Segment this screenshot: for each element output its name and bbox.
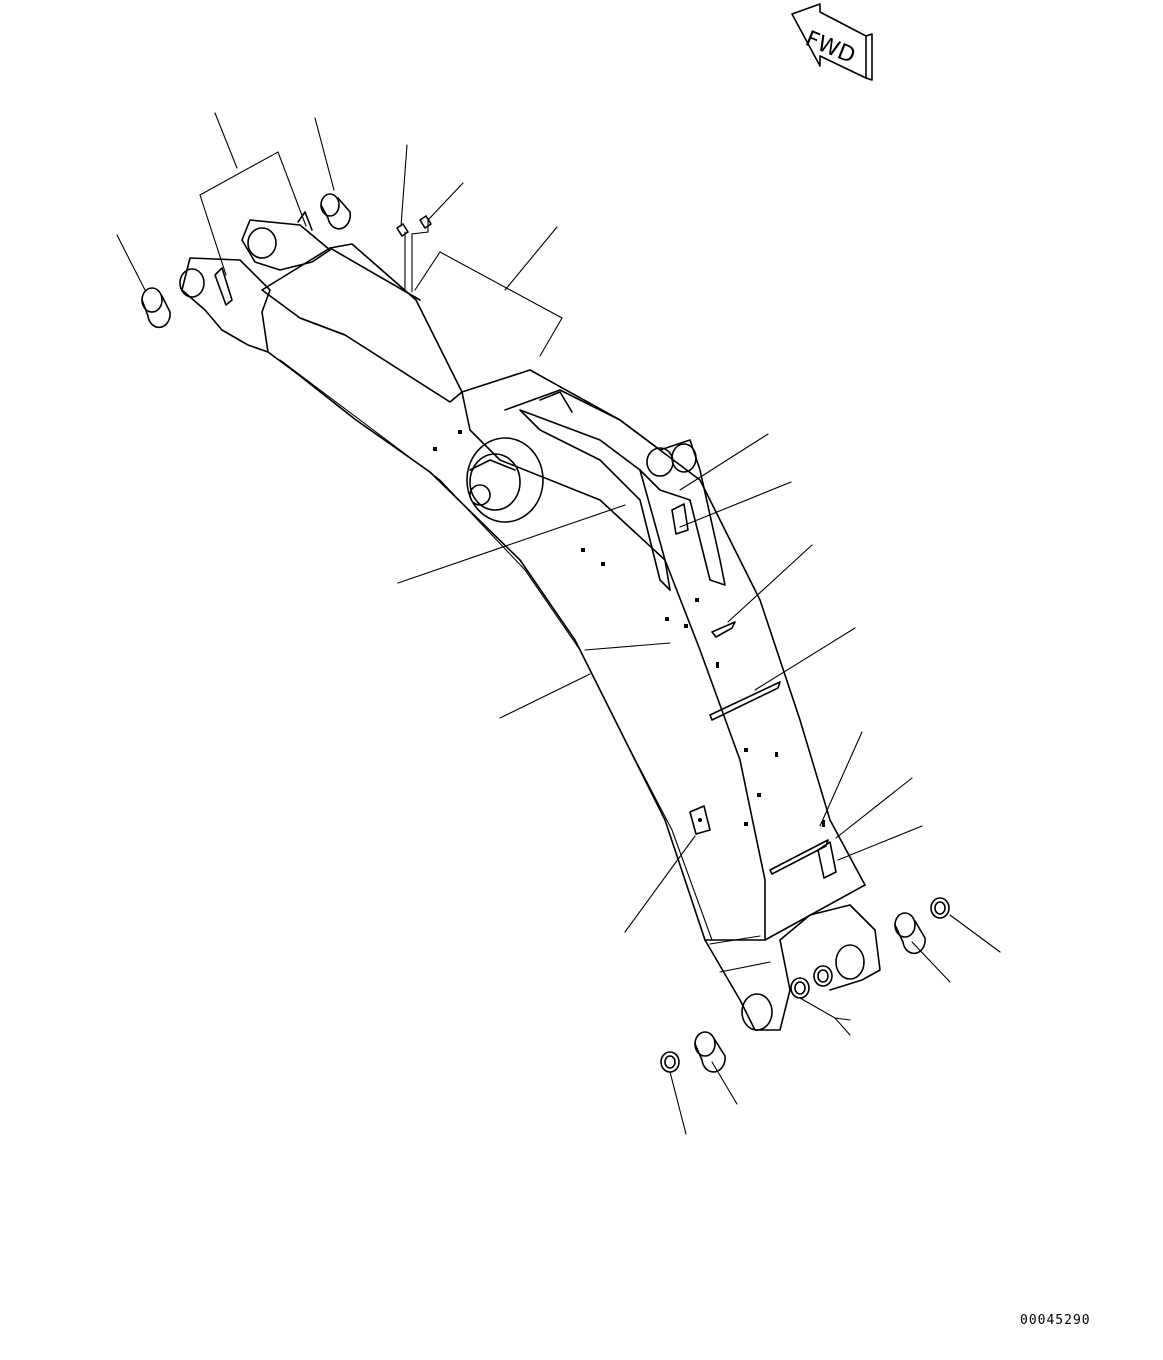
- fwd-label: FWD: [802, 27, 859, 69]
- fwd-arrow-icon: FWD: [791, 3, 873, 81]
- leader-lines: [116, 112, 1001, 1135]
- boom-body: [179, 211, 881, 1031]
- fastener-details: [433, 430, 837, 879]
- drawing-number: 00045290: [1020, 1313, 1091, 1328]
- loose-parts: [141, 193, 950, 1073]
